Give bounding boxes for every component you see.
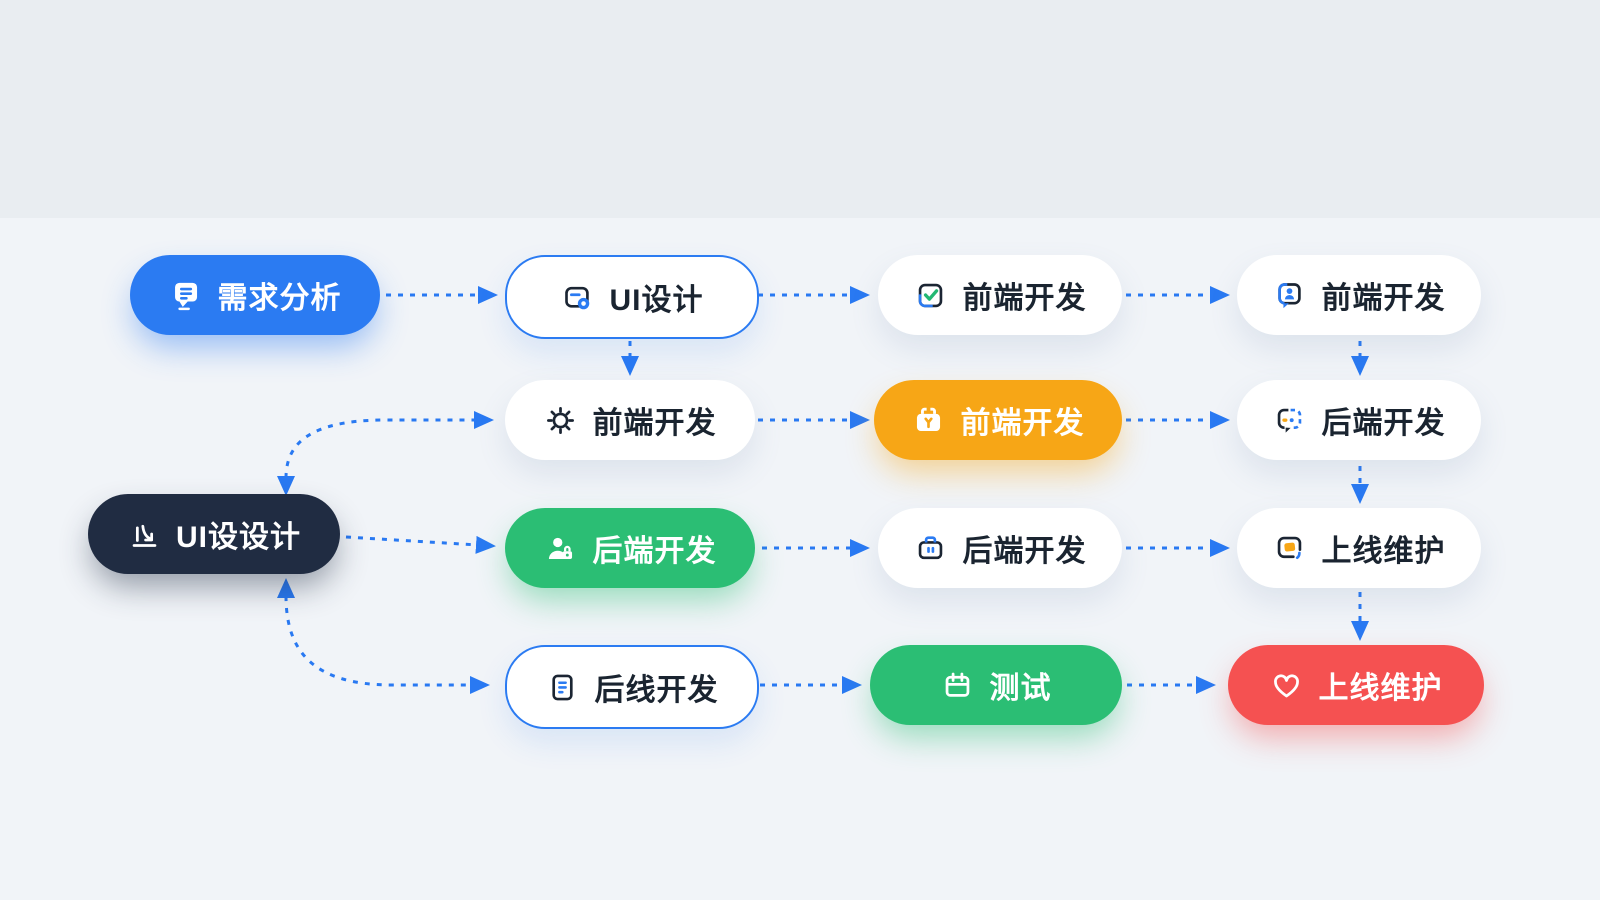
node-label: 前端开发 <box>592 407 717 440</box>
node-label: 前端开发 <box>960 407 1085 440</box>
user-chat-icon <box>1273 278 1307 312</box>
node-frontend-dev-toolbox: 前端开发 <box>874 380 1122 460</box>
chat-dots-icon <box>1273 403 1307 437</box>
document-lines-icon <box>546 670 580 704</box>
briefcase-icon <box>914 531 948 565</box>
toolbox-icon <box>912 403 946 437</box>
node-label: 前端开发 <box>1321 282 1446 315</box>
user-lock-icon <box>544 531 578 565</box>
node-label: 需求分析 <box>217 282 342 315</box>
node-online-maintenance: 上线维护 <box>1237 508 1481 588</box>
node-label: 后端开发 <box>962 535 1087 568</box>
node-backend-dev-chat: 后端开发 <box>1237 380 1481 460</box>
edge-uidesign-main-to-backend <box>345 535 496 554</box>
node-label: 前端开发 <box>962 282 1087 315</box>
node-online-maintenance-final: 上线维护 <box>1228 645 1484 725</box>
node-label: UI设计 <box>609 284 704 317</box>
node-label: 上线维护 <box>1321 535 1446 568</box>
node-requirement-analysis: 需求分析 <box>130 255 380 335</box>
node-backend-dev-briefcase: 后端开发 <box>878 508 1122 588</box>
node-ui-design-main: UI设设计 <box>88 494 340 574</box>
design-frame-icon <box>561 280 595 314</box>
node-backend-dev-user: 后端开发 <box>505 508 755 588</box>
node-backline-dev: 后线开发 <box>505 645 759 729</box>
node-frontend-dev-chat: 前端开发 <box>1237 255 1481 335</box>
node-label: 后线开发 <box>594 674 719 707</box>
edge-curve-uidesign-frontend <box>277 411 494 496</box>
gear-icon <box>544 403 578 437</box>
heart-icon <box>1270 668 1304 702</box>
message-lines-icon <box>169 278 203 312</box>
edge-curve-uidesign-backline <box>277 578 490 694</box>
node-label: 上线维护 <box>1318 672 1443 705</box>
chat-photo-icon <box>1273 531 1307 565</box>
node-frontend-dev-check: 前端开发 <box>878 255 1122 335</box>
node-frontend-dev-gear: 前端开发 <box>505 380 755 460</box>
calendar-icon <box>941 668 975 702</box>
node-ui-design: UI设计 <box>505 255 759 339</box>
node-testing: 测试 <box>870 645 1122 725</box>
node-label: 后端开发 <box>592 535 717 568</box>
node-label: 后端开发 <box>1321 407 1446 440</box>
node-label: UI设设计 <box>176 521 301 554</box>
chart-pen-icon <box>127 517 161 551</box>
checkbox-icon <box>914 278 948 312</box>
node-label: 测试 <box>989 672 1052 705</box>
